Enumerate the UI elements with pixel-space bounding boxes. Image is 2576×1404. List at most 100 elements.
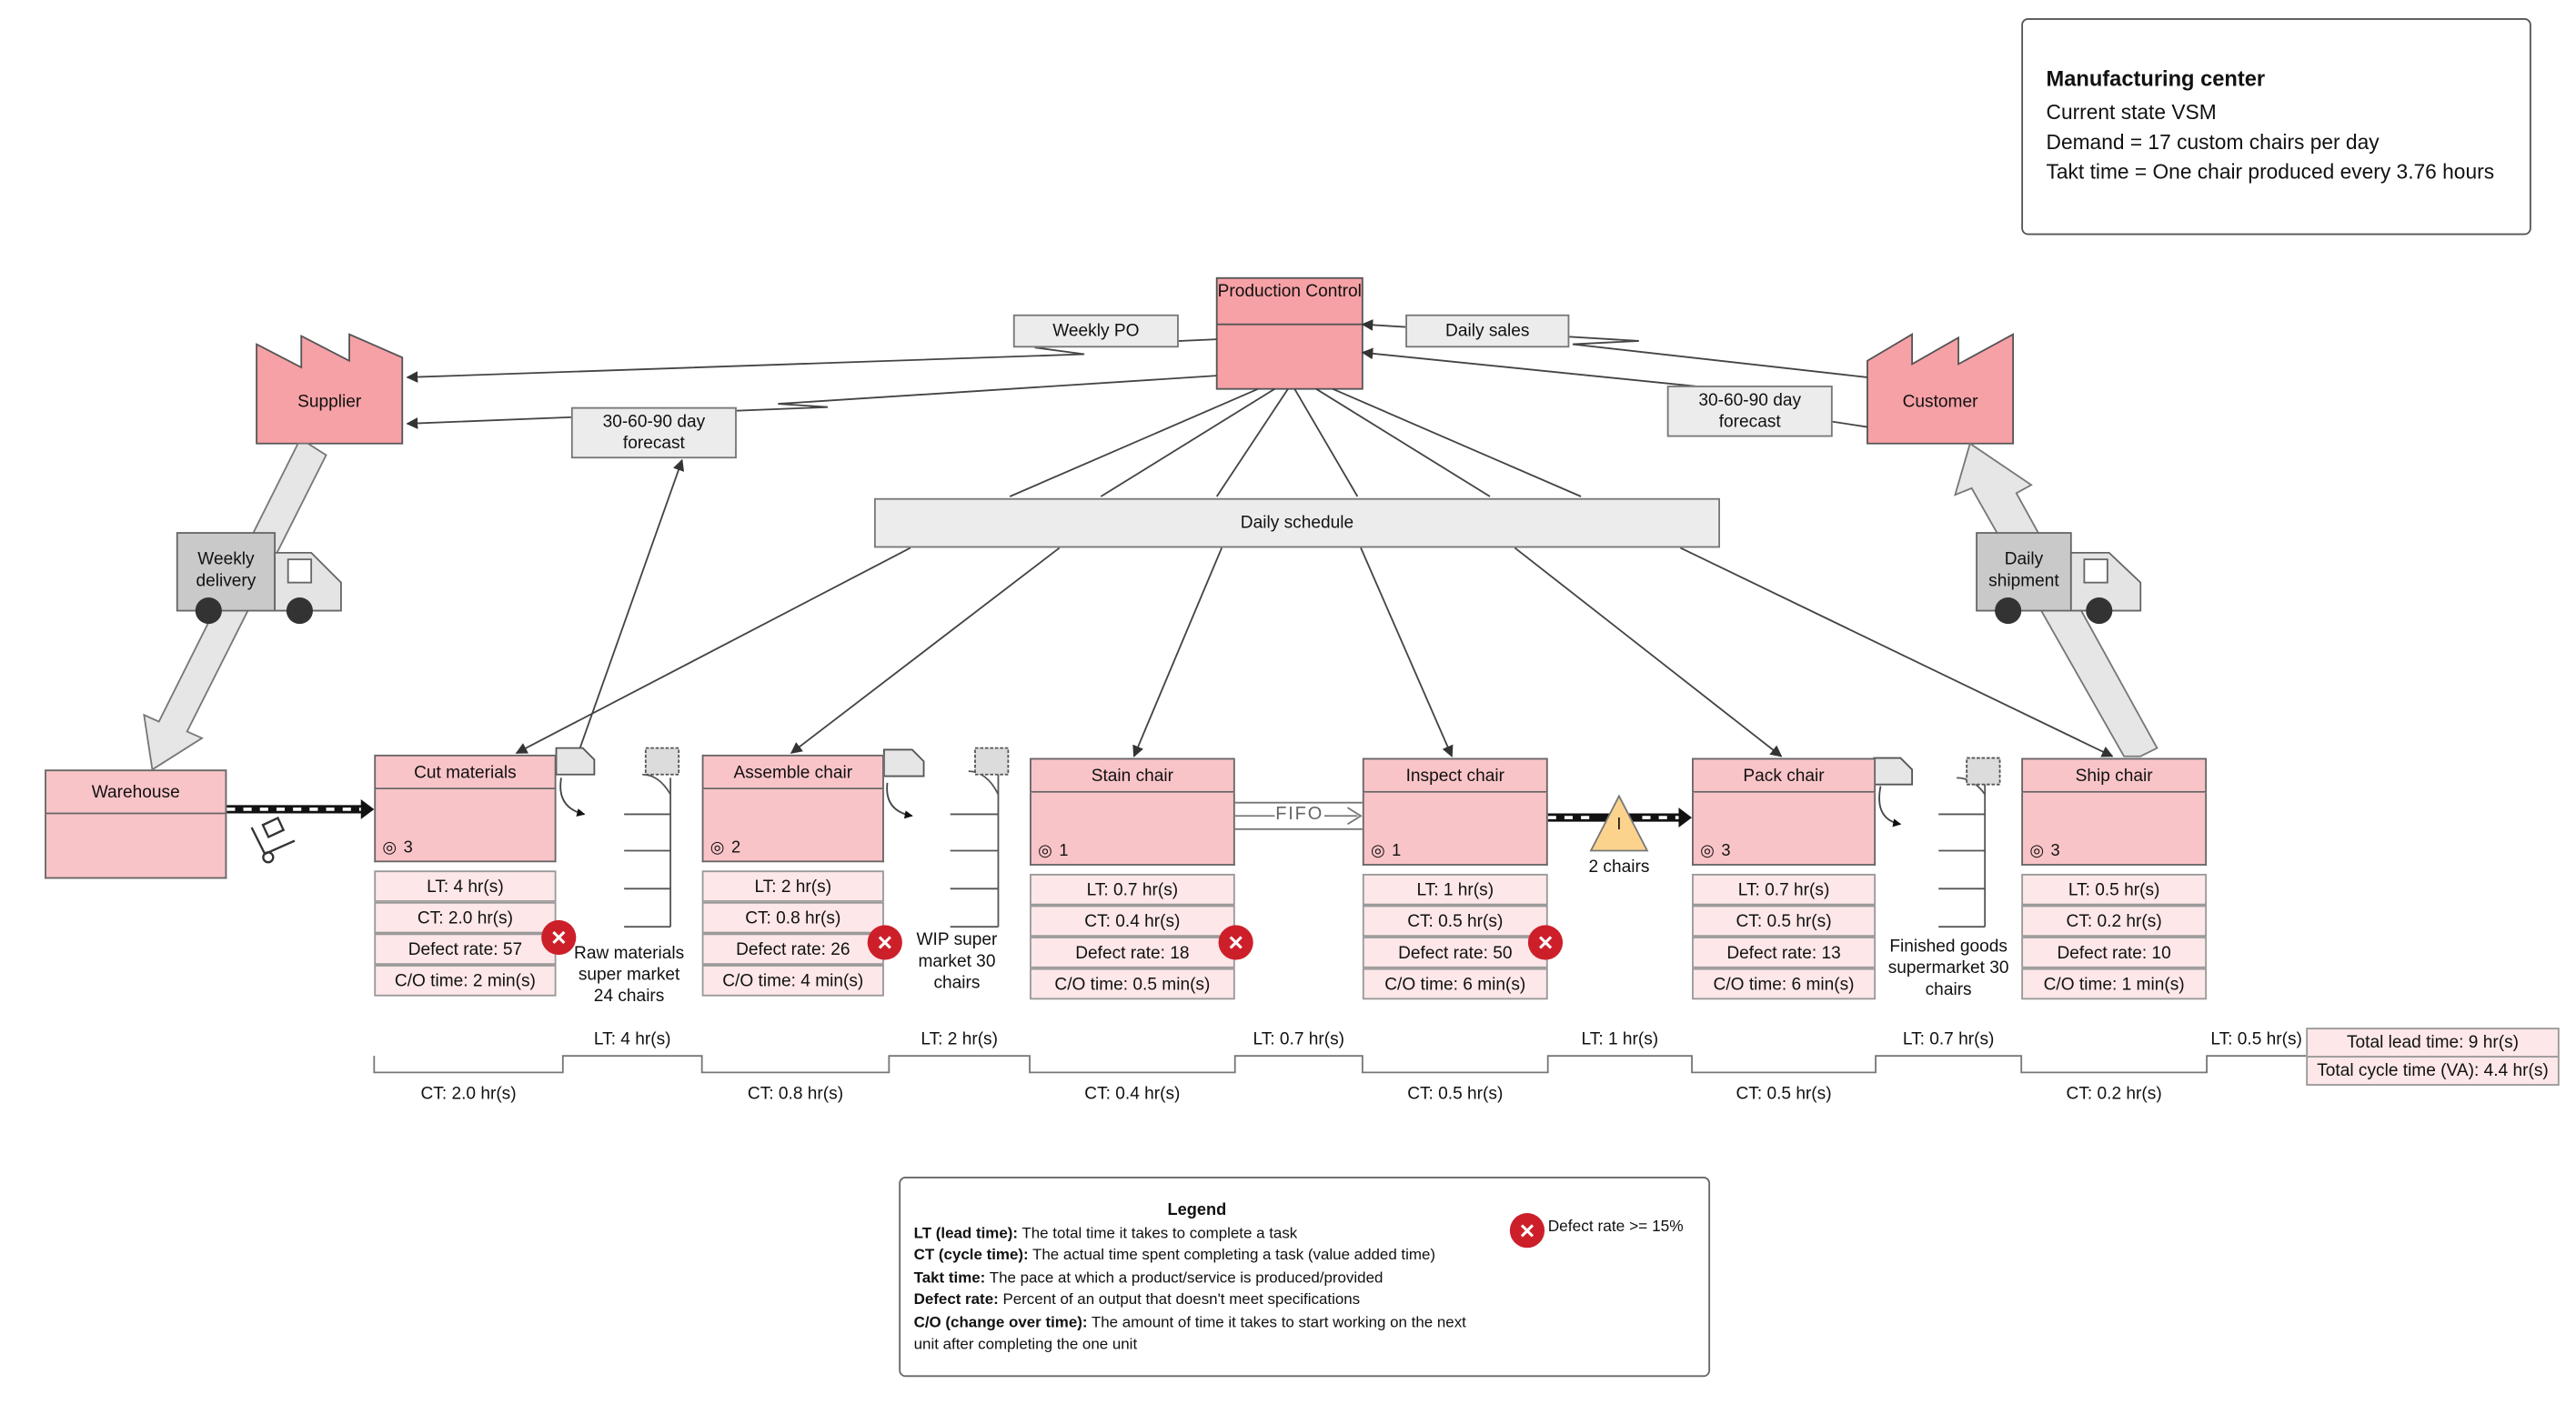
process-body xyxy=(701,789,884,863)
operator-count: ◎3 xyxy=(1700,839,1730,862)
timeline-lead-time: LT: 0.7 hr(s) xyxy=(1253,1029,1345,1049)
process-body xyxy=(1030,792,1235,866)
legend-item: Takt time: The pace at which a product/s… xyxy=(913,1269,1384,1286)
process-title: Assemble chair xyxy=(701,754,884,790)
process-title: Ship chair xyxy=(2021,757,2208,793)
fifo-label: FIFO xyxy=(1275,804,1324,825)
process-title: Cut materials xyxy=(374,754,557,790)
defect-icon: ✕ xyxy=(867,925,902,960)
queue-label: 2 chairs xyxy=(1588,857,1650,878)
customer-label: Customer xyxy=(1902,392,1978,413)
production-control-box xyxy=(1215,276,1363,390)
metric-co: C/O time: 1 min(s) xyxy=(2021,968,2208,1000)
operator-count: ◎1 xyxy=(1038,839,1068,862)
summary-box: Manufacturing center Current state VSM D… xyxy=(2021,18,2531,236)
inventory-triangle-icon xyxy=(1589,794,1649,852)
supermarket-finished-icon xyxy=(1938,777,1987,928)
timeline-lead-time: LT: 0.7 hr(s) xyxy=(1902,1029,1995,1049)
operator-count: ◎3 xyxy=(382,836,412,858)
wip-label: WIP super market 30 chairs xyxy=(916,929,998,993)
metric-lt: LT: 4 hr(s) xyxy=(374,870,557,902)
timeline-ladder xyxy=(373,1055,2307,1074)
timeline-cycle-time: CT: 0.5 hr(s) xyxy=(1736,1084,1832,1104)
process-body xyxy=(374,789,557,863)
operator-count: ◎1 xyxy=(1371,839,1401,862)
timeline-lead-time: LT: 0.5 hr(s) xyxy=(2210,1029,2302,1049)
metric-defect: Defect rate: 10 xyxy=(2021,937,2208,968)
process-body xyxy=(1362,792,1548,866)
metric-defect: Defect rate: 50 xyxy=(1362,937,1548,968)
forecast-left-box: 30-60-90 day forecast xyxy=(570,406,737,459)
forecast-right-box: 30-60-90 day forecast xyxy=(1666,386,1833,437)
metric-ct: CT: 0.5 hr(s) xyxy=(1362,905,1548,938)
summary-line: Current state VSM xyxy=(2046,101,2217,125)
metric-ct: CT: 0.5 hr(s) xyxy=(1692,905,1877,938)
inventory-symbol: I xyxy=(1616,816,1622,835)
customer-factory-icon xyxy=(1867,333,2015,445)
process-title: Pack chair xyxy=(1692,757,1877,793)
metric-co: C/O time: 0.5 min(s) xyxy=(1030,968,1235,1000)
operator-number: 3 xyxy=(403,837,413,857)
operator-number: 1 xyxy=(1392,841,1402,860)
legend-item: LT (lead time): The total time it takes … xyxy=(913,1223,1298,1241)
daily-shipment-label: Daily shipment xyxy=(1988,549,2059,591)
kanban-pull-arrows xyxy=(559,777,1902,827)
legend-item: CT (cycle time): The actual time spent c… xyxy=(913,1246,1436,1263)
weekly-delivery-truck-icon xyxy=(176,532,342,625)
legend-title: Legend xyxy=(1167,1201,1227,1220)
timeline-cycle-time: CT: 0.8 hr(s) xyxy=(747,1084,844,1104)
timeline-cycle-time: CT: 0.2 hr(s) xyxy=(2066,1084,2162,1104)
metric-ct: CT: 0.4 hr(s) xyxy=(1030,905,1235,938)
production-control-label: Production Control xyxy=(1217,281,1362,302)
warehouse-body xyxy=(45,814,227,879)
timeline-cycle-time: CT: 0.4 hr(s) xyxy=(1084,1084,1181,1104)
process-title: Inspect chair xyxy=(1362,757,1548,793)
daily-shipment-truck-icon xyxy=(1976,532,2142,625)
timeline-cycle-time: CT: 2.0 hr(s) xyxy=(420,1084,517,1104)
weekly-po-box: Weekly PO xyxy=(1012,314,1179,348)
summary-title: Manufacturing center xyxy=(2046,65,2266,92)
metric-lt: LT: 0.7 hr(s) xyxy=(1692,873,1877,906)
operator-icon: ◎ xyxy=(382,837,397,857)
legend-text: Legend LT (lead time): The total time it… xyxy=(914,1200,1480,1357)
raw-materials-label: Raw materials super market 24 chairs xyxy=(574,943,685,1007)
metric-ct: CT: 2.0 hr(s) xyxy=(374,901,557,934)
metric-lt: LT: 1 hr(s) xyxy=(1362,873,1548,906)
summary-line: Demand = 17 custom chairs per day xyxy=(2046,130,2380,155)
hand-truck-icon xyxy=(250,816,296,864)
legend-defect-note: Defect rate >= 15% xyxy=(1547,1218,1684,1237)
metric-defect: Defect rate: 13 xyxy=(1692,937,1877,968)
legend: Legend LT (lead time): The total time it… xyxy=(899,1177,1711,1378)
legend-item: Defect rate: Percent of an output that d… xyxy=(913,1290,1361,1308)
metric-co: C/O time: 6 min(s) xyxy=(1362,968,1548,1000)
timeline-cycle-time: CT: 0.5 hr(s) xyxy=(1407,1084,1504,1104)
operator-icon: ◎ xyxy=(2029,841,2045,860)
metric-co: C/O time: 4 min(s) xyxy=(701,965,884,997)
timeline-lead-time: LT: 1 hr(s) xyxy=(1581,1029,1659,1049)
supplier-label: Supplier xyxy=(297,392,362,413)
supermarket-raw-icon xyxy=(624,773,672,928)
metric-co: C/O time: 2 min(s) xyxy=(374,965,557,997)
metric-defect: Defect rate: 26 xyxy=(701,933,884,966)
operator-number: 1 xyxy=(1059,841,1069,860)
daily-schedule-box: Daily schedule xyxy=(873,497,1720,548)
defect-icon: ✕ xyxy=(1509,1213,1545,1249)
defect-icon: ✕ xyxy=(541,919,577,956)
timeline-lead-time: LT: 2 hr(s) xyxy=(921,1029,998,1049)
process-body xyxy=(1692,792,1877,866)
defect-icon: ✕ xyxy=(1527,925,1564,960)
operator-icon: ◎ xyxy=(1700,841,1716,860)
total-cycle-time: Total cycle time (VA): 4.4 hr(s) xyxy=(2306,1056,2560,1086)
daily-sales-box: Daily sales xyxy=(1405,314,1570,348)
operator-icon: ◎ xyxy=(709,837,725,857)
timeline-lead-time: LT: 4 hr(s) xyxy=(593,1029,671,1049)
metric-co: C/O time: 6 min(s) xyxy=(1692,968,1877,1000)
push-arrow-warehouse xyxy=(226,799,375,819)
metric-ct: CT: 0.8 hr(s) xyxy=(701,901,884,934)
supplier-factory-icon xyxy=(256,333,404,445)
metric-defect: Defect rate: 18 xyxy=(1030,937,1235,968)
operator-icon: ◎ xyxy=(1038,841,1053,860)
metric-defect: Defect rate: 57 xyxy=(374,933,557,966)
